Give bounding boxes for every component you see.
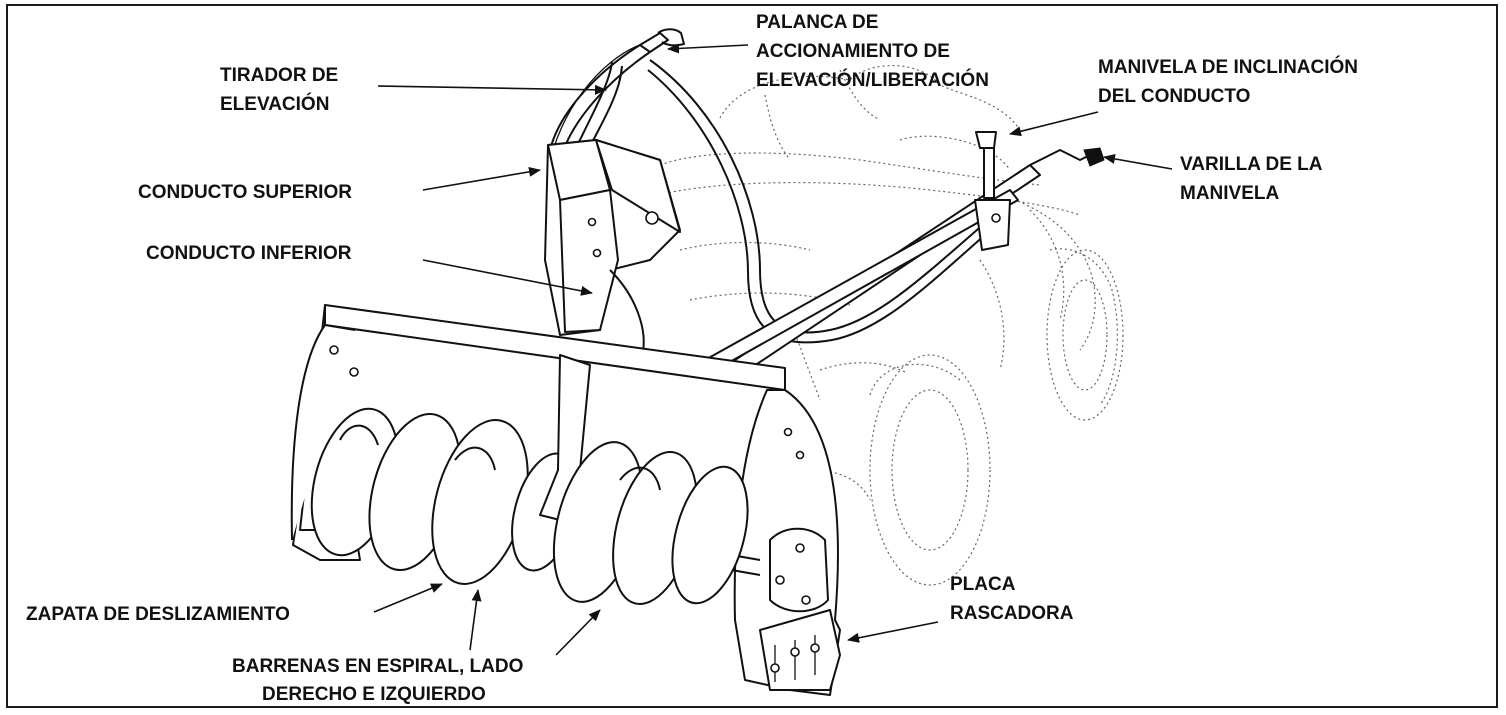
label-palanca-line3: ELEVACIÓN/LIBERACIÓN (756, 69, 989, 91)
label-conducto-inferior: CONDUCTO INFERIOR (146, 243, 352, 264)
figure-frame (6, 4, 1498, 708)
label-placa-line1: PLACA (950, 574, 1016, 595)
label-manivela-inclinacion-line2: DEL CONDUCTO (1098, 86, 1250, 107)
label-tirador-line1: TIRADOR DE (220, 65, 338, 86)
leader-lines (373, 43, 1173, 656)
label-conducto-superior: CONDUCTO SUPERIOR (138, 182, 352, 203)
augers (310, 354, 761, 605)
label-barrenas-line1: BARRENAS EN ESPIRAL, LADO (232, 656, 523, 677)
callout-labels: TIRADOR DE ELEVACIÓN PALANCA DE ACCIONAM… (26, 12, 1358, 705)
crank-assembly (704, 131, 1105, 373)
label-varilla-line1: VARILLA DE LA (1180, 154, 1323, 175)
label-placa-line2: RASCADORA (950, 603, 1074, 624)
label-varilla-line2: MANIVELA (1180, 183, 1280, 204)
scraper-plate (759, 609, 841, 691)
auger-housing (290, 304, 841, 696)
label-barrenas-line2: DERECHO E IZQUIERDO (262, 684, 486, 705)
label-tirador-line2: ELEVACIÓN (220, 93, 329, 115)
label-zapata: ZAPATA DE DESLIZAMIENTO (26, 604, 290, 625)
cable (649, 59, 1001, 334)
chute (544, 139, 681, 361)
label-manivela-inclinacion-line1: MANIVELA DE INCLINACIÓN (1098, 56, 1358, 78)
label-palanca-line2: ACCIONAMIENTO DE (756, 41, 950, 62)
tractor-outline (639, 64, 1124, 586)
label-palanca-line1: PALANCA DE (756, 12, 878, 33)
